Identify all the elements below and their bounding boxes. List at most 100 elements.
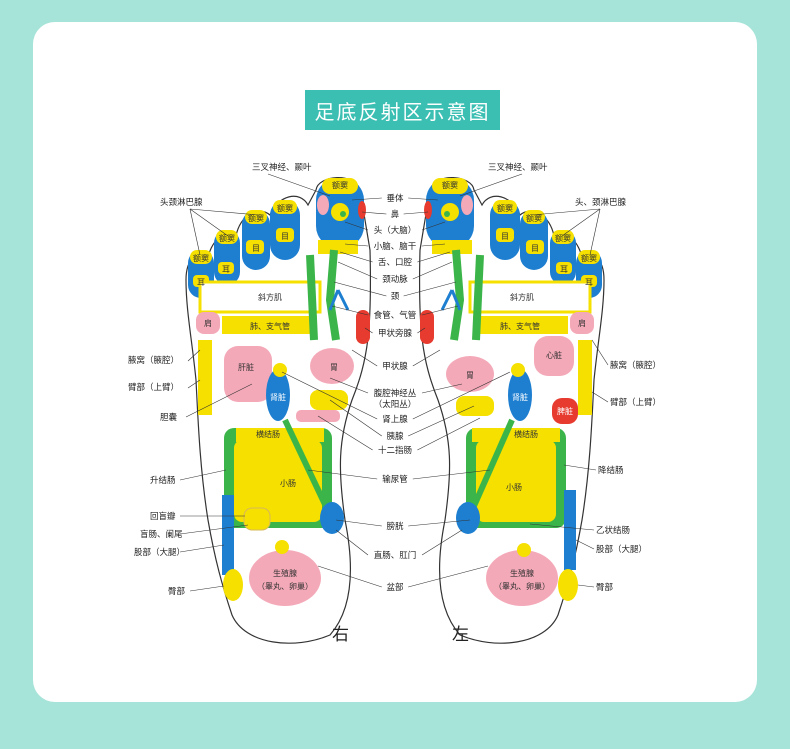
center-label: （太阳丛） — [374, 399, 417, 410]
rf-zone-liver: 肝脏 — [238, 362, 254, 372]
center-label: 垂体 — [386, 193, 404, 204]
center-label: 肾上腺 — [382, 414, 408, 425]
center-label: 头（大脑） — [374, 225, 417, 236]
lf-zone-trapezius: 斜方肌 — [510, 292, 534, 302]
rf-zone-eye-1: 目 — [281, 232, 289, 241]
center-label: 颈 — [391, 292, 400, 302]
leader-line — [417, 251, 451, 263]
lf-zone-gonad-1: 生殖腺 — [510, 568, 534, 578]
rf-label-ascending-colon: 升结肠 — [150, 475, 176, 486]
center-label: 食管、气管 — [374, 310, 417, 321]
leader-line — [408, 197, 439, 201]
rf-label-trigeminal: 三叉神经、颞叶 — [252, 162, 312, 173]
rf-zone-transverse-colon: 横结肠 — [256, 429, 280, 439]
rf-zone-sinus-5: 额窦 — [193, 253, 209, 263]
leader-line — [408, 405, 475, 437]
leader-line — [339, 251, 373, 263]
leader-line — [351, 349, 378, 367]
rf-zone-gonad-2: （睾丸、卵巢） — [257, 581, 313, 591]
rf-label-hip: 臀部 — [168, 586, 186, 597]
lf-zone-ear-2: 耳 — [585, 278, 593, 287]
center-label: 胰腺 — [386, 431, 404, 442]
leader-line — [364, 327, 373, 334]
leader-line — [421, 221, 446, 231]
leader-line — [329, 377, 369, 394]
rf-label-ileocecal: 回盲瓣 — [150, 511, 176, 522]
rf-label-cecum: 盲肠、阑尾 — [140, 529, 183, 540]
leader-line — [403, 211, 429, 215]
rf-zone-eye-2: 目 — [252, 244, 260, 253]
leader-line — [361, 211, 387, 215]
leader-line — [417, 327, 426, 334]
leader-line — [412, 469, 491, 480]
center-label: 盆部 — [386, 582, 404, 593]
leader-line — [408, 565, 489, 588]
lf-zone-eye-1: 目 — [501, 232, 509, 241]
lf-label-upper-arm: 臂部（上臂） — [610, 397, 661, 408]
lf-zone-eye-2: 目 — [531, 244, 539, 253]
rf-label-thigh: 股部（大腿） — [134, 547, 185, 558]
right-foot: 额窦 额窦 额窦 额窦 额窦 目 目 耳 耳 斜方肌 肩 肺、支气管 肝脏 胃 … — [128, 162, 372, 645]
leader-line — [412, 261, 453, 280]
leader-line — [335, 519, 382, 527]
center-labels: 垂体鼻头（大脑）小脑、脑干舌、口腔颈动脉颈食管、气管甲状旁腺甲状腺腹腔神经丛（太… — [281, 193, 511, 593]
center-label: 颈动脉 — [382, 274, 408, 285]
lf-zone-transverse-colon: 横结肠 — [514, 429, 538, 439]
rf-label-upper-arm: 臂部（上臂） — [128, 382, 179, 393]
rf-zone-small-intestine: 小肠 — [280, 479, 296, 488]
center-label: 小脑、脑干 — [374, 241, 417, 252]
rf-zone-kidney: 肾脏 — [270, 392, 286, 402]
leader-line — [421, 529, 463, 556]
center-label: 舌、口腔 — [378, 257, 413, 268]
lf-label-armpit: 腋窝（腋腔） — [610, 360, 661, 371]
lf-zone-small-intestine: 小肠 — [506, 483, 522, 492]
diagram-card — [33, 22, 757, 702]
rf-zone-lung: 肺、支气管 — [250, 321, 290, 331]
leader-line — [335, 529, 369, 556]
rf-zone-ear-1: 耳 — [222, 265, 230, 274]
lf-label-thigh: 股部（大腿） — [596, 544, 647, 555]
lf-zone-shoulder: 肩 — [578, 318, 586, 328]
rf-zone-ear-2: 耳 — [197, 278, 205, 287]
lf-zone-spleen: 脾脏 — [557, 406, 573, 416]
leader-line — [333, 281, 387, 297]
leader-line — [344, 243, 369, 247]
rf-label-gallbladder: 胆囊 — [160, 412, 178, 423]
lf-zone-sinus-1: 额窦 — [442, 180, 458, 190]
lf-label-lymph: 头、颈淋巴腺 — [575, 197, 627, 208]
lf-zone-lung: 肺、支气管 — [500, 321, 540, 331]
lf-zone-sinus-5: 额窦 — [581, 253, 597, 263]
lf-zone-kidney: 肾脏 — [512, 392, 528, 402]
rf-zone-sinus-1: 额窦 — [332, 180, 348, 190]
leader-line — [421, 243, 446, 247]
leader-line — [412, 349, 441, 367]
rf-zone-sinus-3: 额窦 — [248, 213, 264, 223]
leader-line — [421, 383, 463, 394]
lf-zone-stomach: 胃 — [466, 371, 474, 380]
leader-line — [351, 197, 382, 201]
leader-line — [408, 519, 471, 527]
leader-line — [329, 399, 382, 437]
center-label: 甲状腺 — [382, 361, 408, 372]
lf-zone-gonad-2: （睾丸、卵巢） — [494, 581, 550, 591]
lf-label-hip: 臀部 — [596, 582, 614, 593]
leader-line — [307, 469, 378, 480]
leader-line — [417, 417, 481, 451]
leader-line — [317, 415, 373, 451]
leader-line — [331, 305, 369, 316]
left-side-label: 左 — [452, 625, 469, 645]
center-label: 甲状旁腺 — [378, 328, 413, 339]
leader-line — [281, 371, 378, 420]
rf-zone-sinus-2: 额窦 — [277, 203, 293, 213]
center-label: 输尿管 — [382, 474, 408, 485]
lf-zone-sinus-3: 额窦 — [526, 213, 542, 223]
left-foot: 额窦 额窦 额窦 额窦 额窦 目 目 耳 耳 斜方肌 肩 肺、支气管 心脏 脾脏… — [418, 162, 661, 645]
leader-line — [317, 565, 382, 588]
lf-label-sigmoid-colon: 乙状结肠 — [596, 525, 630, 536]
lf-label-descending-colon: 降结肠 — [598, 465, 624, 476]
center-label: 十二指肠 — [378, 445, 412, 456]
rf-label-armpit: 腋窝（腋腔） — [128, 355, 179, 366]
lf-label-trigeminal: 三叉神经、颞叶 — [488, 162, 548, 173]
lf-zone-sinus-4: 额窦 — [555, 233, 571, 243]
